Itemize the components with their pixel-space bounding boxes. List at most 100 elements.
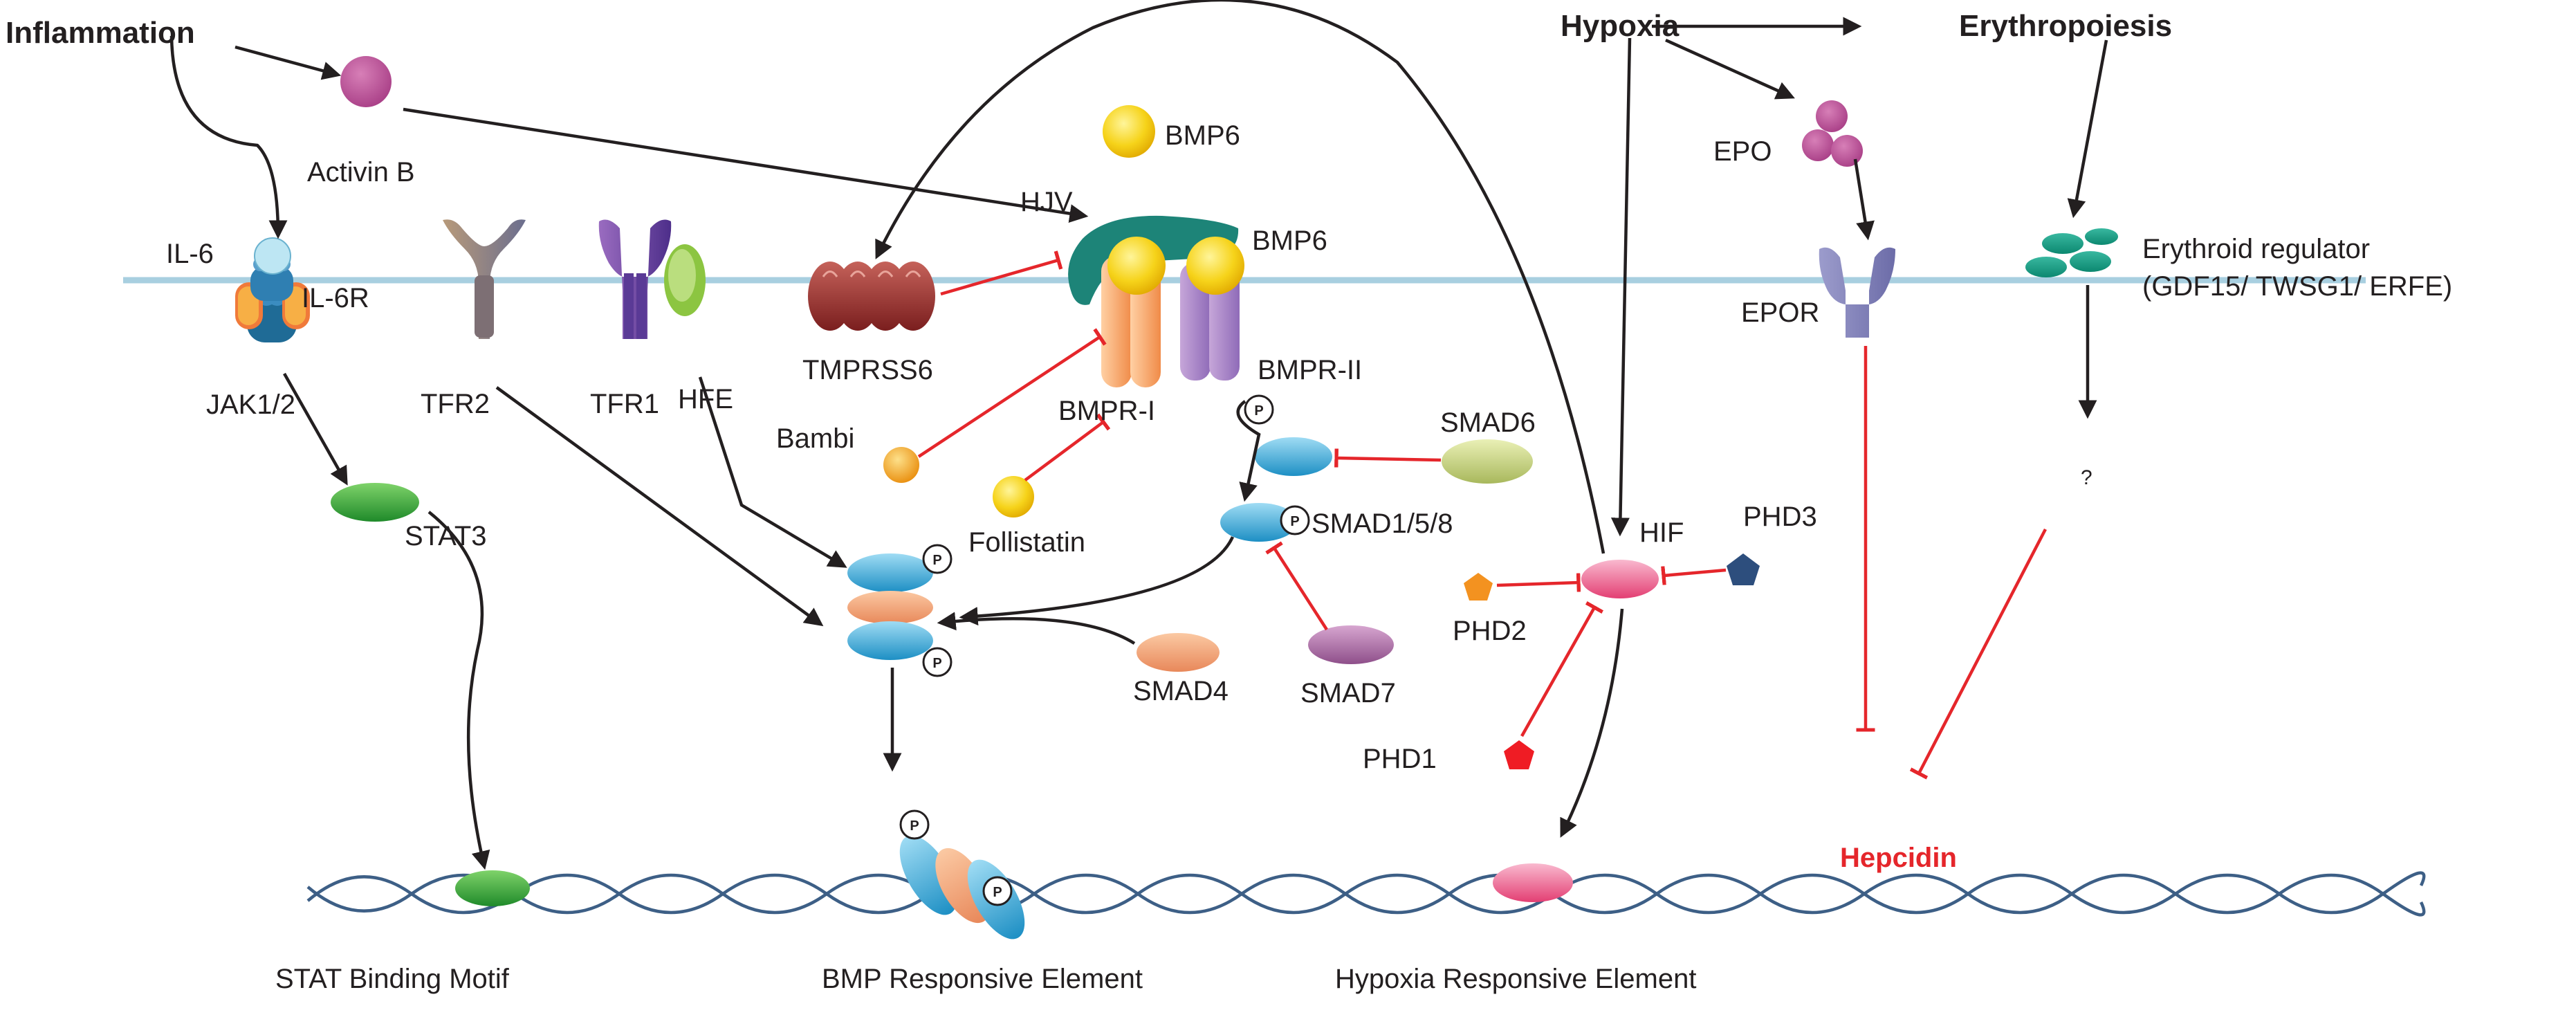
arrow-receptor-smad: [1236, 400, 1261, 502]
arrow-hif-tmprss6: [875, 0, 1606, 554]
svg-text:P: P: [1254, 403, 1263, 419]
label-erythropoiesis: Erythropoiesis: [1959, 9, 2172, 43]
svg-text:P: P: [932, 553, 941, 568]
label-il6r: IL-6R: [302, 283, 369, 313]
hif-bound-icon: [1493, 863, 1573, 902]
dna-helix: [306, 871, 2426, 917]
smad6-icon: [1442, 439, 1533, 484]
phospho-marker-receptor-icon: P: [1244, 394, 1274, 425]
arrow-inflammation-il6: [169, 35, 288, 239]
label-bmpr2: BMPR-II: [1258, 355, 1362, 385]
arrow-smad4-complex: [937, 612, 1136, 645]
smad158-icon: [1220, 503, 1298, 542]
label-bmp6-free: BMP6: [1165, 120, 1240, 151]
label-phd1: PHD1: [1363, 744, 1437, 774]
activation-arrows: [169, 0, 2108, 870]
phd1-icon: [1504, 740, 1534, 769]
smad-complex-icon: [847, 553, 933, 660]
follistatin-icon: [993, 476, 1034, 517]
label-smad7: SMAD7: [1300, 678, 1396, 708]
label-erythroid-regulator: Erythroid regulator: [2142, 234, 2370, 264]
tmprss6-icon: [808, 262, 935, 331]
bmp6-free-icon: [1103, 105, 1155, 158]
bmp6-bound-left-icon: [1107, 237, 1166, 295]
smad-complex-dna-icon: [899, 835, 1025, 940]
activin-b-icon: [340, 56, 392, 107]
label-bambi: Bambi: [776, 423, 854, 454]
arrow-jak-stat3: [283, 372, 348, 486]
inhibit-phd2-hif: [1496, 573, 1581, 592]
inhibit-bambi-bmpr: [917, 328, 1107, 458]
inhibit-follistatin-bmpr: [1024, 413, 1111, 482]
arrow-activinb-hjv: [403, 107, 1089, 223]
svg-text:P: P: [932, 656, 941, 671]
label-tfr1: TFR1: [590, 389, 659, 419]
label-bmp6-bound: BMP6: [1252, 226, 1327, 256]
arrow-smad158-complex: [959, 536, 1235, 626]
arrow-hypoxia-epo: [1665, 38, 1795, 100]
label-hfe: HFE: [678, 384, 733, 414]
label-follistatin: Follistatin: [968, 527, 1085, 558]
bambi-icon: [883, 447, 919, 483]
label-bmp-responsive-element: BMP Responsive Element: [822, 964, 1143, 994]
inhibit-phd3-hif: [1661, 566, 1727, 585]
label-stat3: STAT3: [405, 521, 487, 551]
tfr1-receptor-icon: [598, 219, 672, 339]
inhibit-smad7-smad: [1265, 541, 1328, 631]
phd3-icon: [1727, 553, 1760, 585]
label-tmprss6: TMPRSS6: [802, 355, 933, 385]
phospho-marker-complex-top-icon: P: [922, 544, 953, 574]
il6-receptor-complex: [235, 237, 310, 342]
label-erythroid-regulator-members: (GDF15/ TWSG1/ ERFE): [2142, 271, 2452, 302]
smad7-icon: [1308, 625, 1394, 664]
epo-icon: [1802, 100, 1863, 167]
bmp6-bound-right-icon: [1186, 237, 1244, 295]
label-epor: EPOR: [1741, 297, 1819, 328]
phospho-marker-dna-top-icon: P: [899, 809, 930, 840]
label-hif: HIF: [1639, 517, 1684, 548]
label-tfr2: TFR2: [421, 389, 490, 419]
arrow-hfe-smad: [698, 376, 847, 568]
epor-receptor-icon: [1819, 247, 1895, 338]
label-smad158: SMAD1/5/8: [1312, 508, 1453, 539]
label-bmpr1: BMPR-I: [1058, 396, 1155, 426]
erythroid-regulator-icon: [2025, 228, 2118, 277]
inhibit-smad6-smad: [1334, 448, 1442, 468]
label-phd3: PHD3: [1743, 502, 1817, 532]
label-epo: EPO: [1713, 136, 1772, 167]
arrow-hypoxia-hif: [1610, 37, 1632, 537]
label-smad6: SMAD6: [1440, 407, 1536, 438]
label-unknown-mediator: ?: [2081, 466, 2092, 489]
svg-text:P: P: [1290, 514, 1299, 529]
phospho-marker-dna-bottom-icon: P: [982, 876, 1013, 906]
phd2-icon: [1464, 573, 1493, 601]
inhibit-regulator-hepcidin: [1909, 528, 2047, 780]
stat3-bound-icon: [455, 870, 530, 906]
arrow-epo-epor: [1853, 158, 1875, 241]
il6-ligand-icon: [254, 237, 291, 275]
label-hepcidin: Hepcidin: [1840, 843, 1957, 873]
smad4-icon: [1137, 633, 1220, 672]
label-phd2: PHD2: [1453, 616, 1527, 646]
label-hypoxia-responsive-element: Hypoxia Responsive Element: [1335, 964, 1696, 994]
smad158-phospho-icon: [1255, 437, 1332, 476]
label-activin-b: Activin B: [307, 157, 415, 187]
hif-icon: [1581, 560, 1659, 598]
stat3-icon: [331, 483, 419, 522]
inhibit-tmprss6-hjv: [940, 250, 1063, 296]
arrow-tfr2-smad: [495, 386, 824, 627]
label-jak: JAK1/2: [206, 390, 295, 420]
label-inflammation: Inflammation: [6, 16, 195, 50]
tfr2-receptor-icon: [443, 219, 526, 339]
svg-text:P: P: [910, 818, 919, 834]
inhibit-phd1-hif: [1520, 601, 1604, 737]
label-hjv: HJV: [1020, 187, 1073, 217]
inhibition-lines: [917, 250, 2047, 780]
label-stat-binding-motif: STAT Binding Motif: [275, 964, 510, 994]
phospho-marker-complex-bottom-icon: P: [922, 647, 953, 677]
arrow-erythropoiesis-regulator: [2067, 39, 2108, 219]
svg-text:P: P: [993, 885, 1002, 900]
arrow-stat3-dna: [427, 511, 490, 870]
